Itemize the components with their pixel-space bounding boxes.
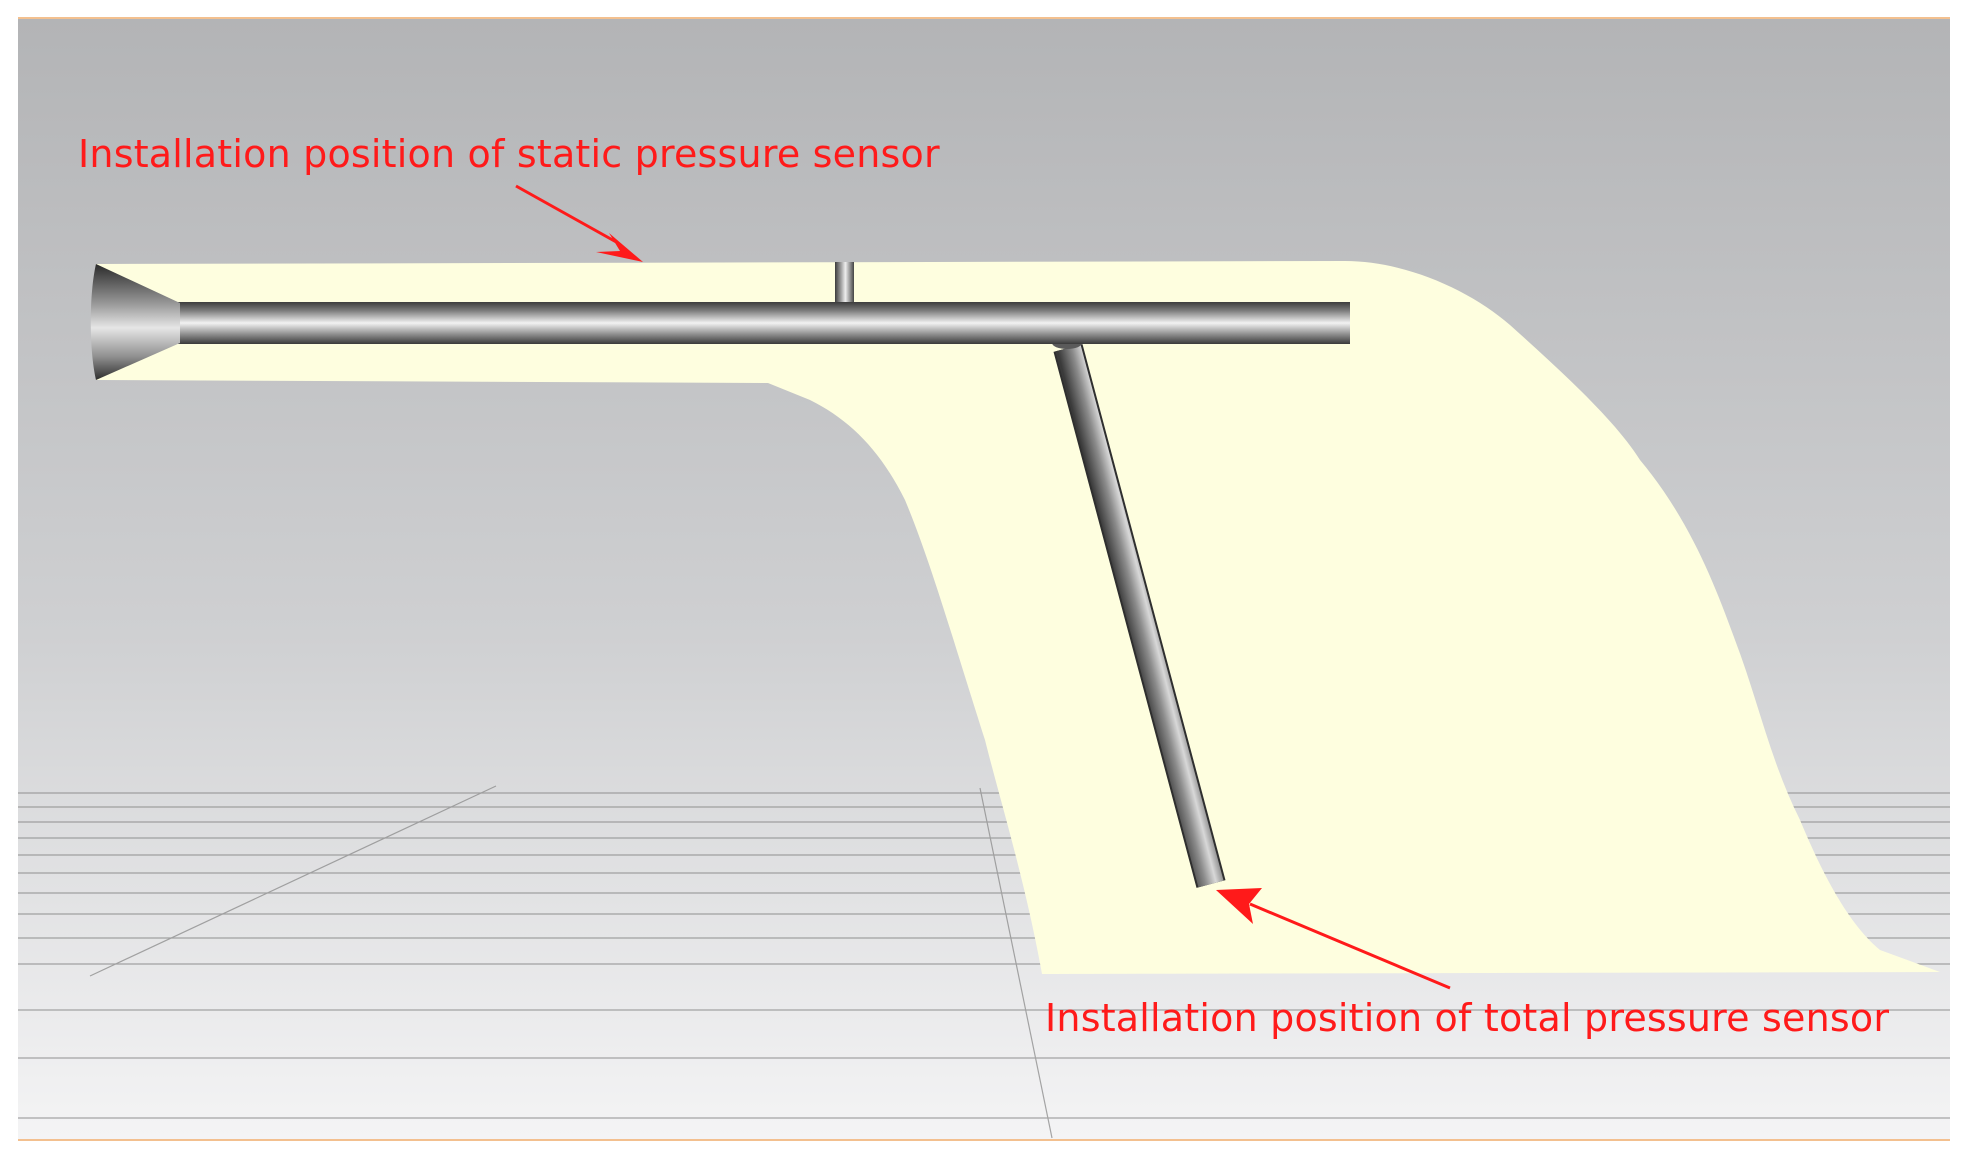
static-sensor-arrow	[515, 184, 643, 262]
static-sensor-label: Installation position of static pressure…	[78, 132, 940, 176]
inlet-cone	[90, 264, 180, 380]
total-pressure-pipe	[1055, 344, 1224, 888]
static-port-stub	[835, 262, 854, 302]
main-tube	[178, 302, 1350, 344]
probe-body	[96, 261, 1940, 974]
total-sensor-label: Installation position of total pressure …	[1045, 996, 1890, 1040]
total-sensor-arrow	[1216, 888, 1451, 990]
